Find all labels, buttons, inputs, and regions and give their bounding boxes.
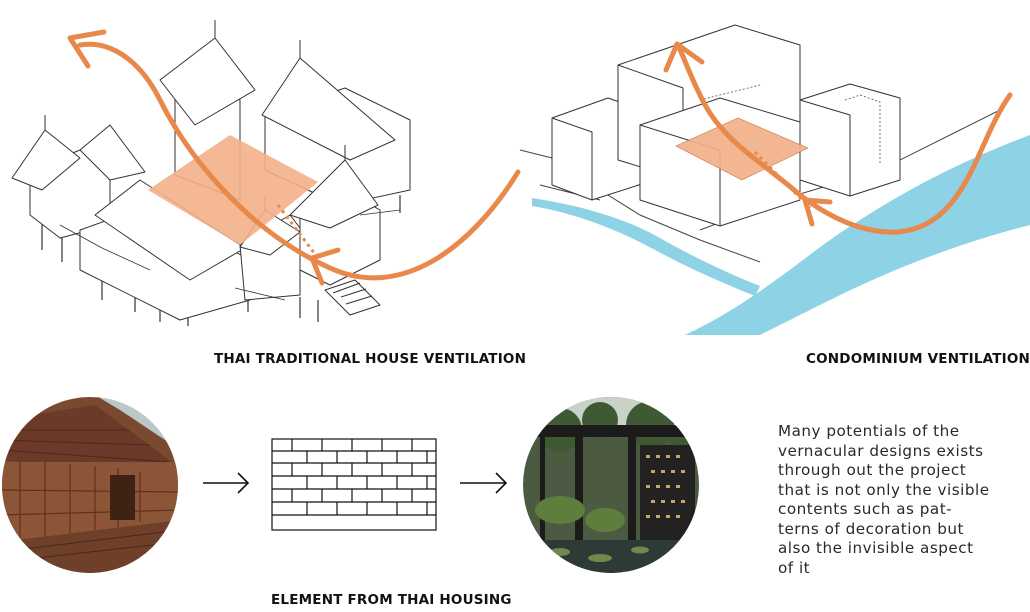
condo-arrow-head-top-icon: [663, 41, 705, 73]
condominium-drawing: [519, 24, 1030, 335]
description-line: that is not only the visible: [778, 480, 990, 499]
description-line: of it: [778, 558, 811, 577]
condo-ventilation-arrow: [677, 47, 1013, 235]
right-arrow-icon: [460, 472, 508, 494]
condominium-ventilation-label: CONDOMINIUM VENTILATION: [806, 351, 1030, 367]
thai-arrow-head-inlet-icon: [309, 247, 341, 286]
description-line: through out the project: [778, 461, 967, 479]
house-railings: [59, 209, 401, 301]
description-line: also the invisible aspect: [778, 539, 974, 557]
condo-canal: [532, 198, 760, 296]
description-line: terns of decoration but: [778, 519, 964, 538]
description-text: Many potentials of the vernacular design…: [778, 422, 1006, 578]
thai-arrow-head-top-icon: [67, 29, 107, 69]
thai-house-ventilation-label: THAI TRADITIONAL HOUSE VENTILATION: [214, 351, 527, 367]
right-arrow-icon: [203, 472, 250, 494]
thai-ventilation-arrow: [77, 41, 521, 281]
thai-courtyard-ventilated-area: [148, 135, 318, 245]
description-line: contents such as pat-: [778, 500, 953, 518]
description-line: vernacular designs exists: [778, 441, 984, 460]
garden-pavilion-photo: [523, 397, 699, 573]
house-stairs: [324, 279, 381, 316]
thai-house-wall-photo: [2, 397, 178, 573]
condo-river: [685, 135, 1030, 335]
condo-arrow-head-inlet-icon: [802, 197, 833, 227]
brick-wall-pattern-icon: [271, 438, 437, 531]
description-line: Many potentials of the: [778, 422, 960, 440]
element-from-thai-housing-label: ELEMENT FROM THAI HOUSING: [271, 592, 512, 608]
